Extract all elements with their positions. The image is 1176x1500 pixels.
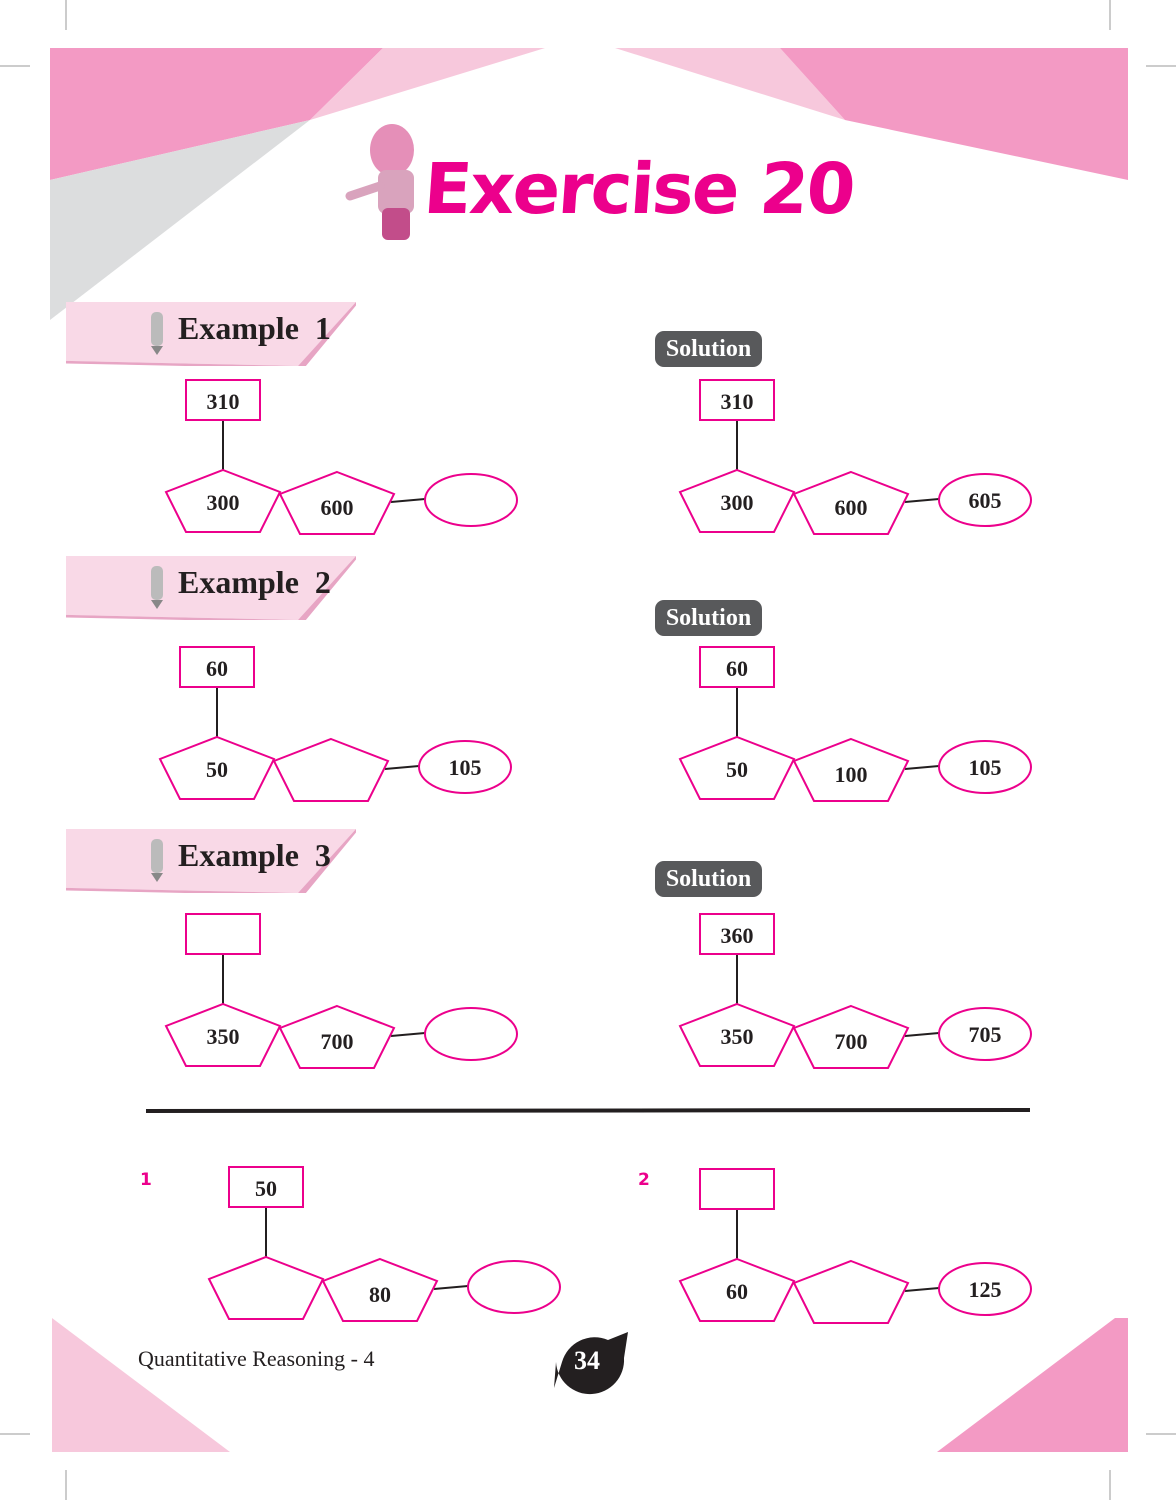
pentagon-left (678, 735, 796, 800)
oval (938, 740, 1032, 794)
question-number: 2 (638, 1170, 650, 1190)
box-value: 310 (721, 389, 754, 414)
oval (424, 473, 518, 527)
pentagon-left-value: 50 (206, 757, 228, 782)
connector-line (433, 1285, 469, 1290)
connector-line (390, 1032, 426, 1037)
oval-value: 125 (969, 1277, 1002, 1302)
top-box (185, 913, 261, 955)
solution-1-diagram: 310 300 600 605 (678, 379, 1032, 535)
pencil-icon (151, 312, 163, 355)
pentagon-left (207, 1255, 325, 1320)
solution-3-diagram: 360 350 700 705 (678, 913, 1032, 1069)
connector-line (904, 1287, 940, 1292)
pentagon-left (158, 735, 276, 800)
oval (418, 740, 512, 794)
book-title: Quantitative Reasoning - 4 (138, 1346, 375, 1371)
connector-line (390, 498, 426, 503)
oval (424, 1007, 518, 1061)
pentagon-left (678, 1002, 796, 1067)
pentagon-right (792, 1259, 910, 1324)
box-value: 60 (726, 656, 748, 681)
connector-line (904, 1032, 940, 1037)
question-number: 1 (140, 1170, 152, 1190)
example-1-banner: Example 1 (66, 302, 356, 366)
example-3-diagram: 350 700 (164, 913, 518, 1069)
question-1-diagram: 50 80 (207, 1166, 561, 1322)
pentagon-right (792, 1004, 910, 1069)
oval (938, 1262, 1032, 1316)
page-number-blob (554, 1332, 628, 1395)
oval (467, 1260, 561, 1314)
pentagon-right (321, 1257, 439, 1322)
top-box (699, 379, 775, 421)
pencil-icon (151, 839, 163, 882)
pentagon-right-value: 700 (835, 1029, 868, 1054)
top-box (699, 1168, 775, 1210)
pentagon-left-value: 300 (207, 490, 240, 515)
example-2-diagram: 60 50 105 (158, 646, 512, 802)
top-box (185, 379, 261, 421)
pentagon-left-value: 60 (726, 1279, 748, 1304)
box-value: 360 (721, 923, 754, 948)
pentagon-right (278, 470, 396, 535)
pentagon-right (792, 737, 910, 802)
pentagon-left (164, 1002, 282, 1067)
pentagon-left (678, 1257, 796, 1322)
pentagon-left-value: 300 (721, 490, 754, 515)
pentagon-left (678, 468, 796, 533)
example-3-banner: Example 3 (66, 829, 356, 893)
pentagon-left-value: 350 (207, 1024, 240, 1049)
oval-value: 105 (969, 755, 1002, 780)
pentagon-right (278, 1004, 396, 1069)
pencil-icon (151, 566, 163, 609)
top-box (699, 646, 775, 688)
box-value: 50 (255, 1176, 277, 1201)
pentagon-left-value: 350 (721, 1024, 754, 1049)
solution-badge: Solution (655, 331, 762, 367)
page-number: 34 (574, 1346, 600, 1375)
box-value: 310 (207, 389, 240, 414)
pentagon-right-value: 600 (835, 495, 868, 520)
example-label: Example 3 (178, 837, 331, 873)
example-1-diagram: 310 300 600 (164, 379, 518, 535)
top-box (228, 1166, 304, 1208)
oval-value: 705 (969, 1022, 1002, 1047)
pentagon-right-value: 100 (835, 762, 868, 787)
mascot-icon (345, 124, 414, 240)
example-2-banner: Example 2 (66, 556, 356, 620)
section-divider (145, 1108, 1031, 1113)
connector-line (904, 765, 940, 770)
example-label: Example 2 (178, 564, 331, 600)
pentagon-right (792, 470, 910, 535)
connector-line (384, 765, 420, 770)
pentagon-right (272, 737, 390, 802)
solution-badge: Solution (655, 600, 762, 636)
pentagon-right-value: 600 (321, 495, 354, 520)
pentagon-right-value: 700 (321, 1029, 354, 1054)
oval-value: 605 (969, 488, 1002, 513)
oval (938, 473, 1032, 527)
pentagon-left-value: 50 (726, 757, 748, 782)
box-value: 60 (206, 656, 228, 681)
example-label: Example 1 (178, 310, 331, 346)
top-box (179, 646, 255, 688)
pentagon-left (164, 468, 282, 533)
top-box (699, 913, 775, 955)
connector-line (904, 498, 940, 503)
oval-value: 105 (449, 755, 482, 780)
question-2-diagram: 60 125 (678, 1168, 1032, 1324)
pentagon-right-value: 80 (369, 1282, 391, 1307)
oval (938, 1007, 1032, 1061)
solution-badge: Solution (655, 861, 762, 897)
solution-2-diagram: 60 50 100 105 (678, 646, 1032, 802)
